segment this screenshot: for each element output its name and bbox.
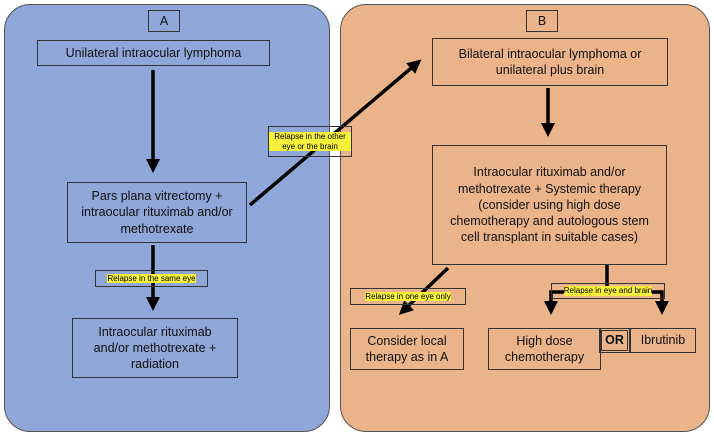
label-text: Relapse in eye and brain bbox=[563, 286, 653, 296]
relapse-eye-brain-label: Relapse in eye and brain bbox=[551, 283, 665, 299]
panel-a bbox=[4, 4, 330, 432]
or-box: OR bbox=[599, 328, 630, 353]
label-text: Relapse in one eye only bbox=[365, 291, 451, 302]
relapse-same-eye-label: Relapse in the same eye bbox=[95, 270, 208, 287]
systemic-therapy-box: Intraocular rituximab and/or methotrexat… bbox=[432, 145, 667, 265]
local-therapy-box: Consider local therapy as in A bbox=[350, 328, 464, 370]
radiation-box: Intraocular rituximab and/or methotrexat… bbox=[72, 318, 238, 378]
label-text: Relapse in the same eye bbox=[107, 273, 196, 284]
panel-a-label: A bbox=[148, 10, 180, 32]
label-text: Relapse in the other eye or the brain bbox=[269, 131, 351, 152]
bilateral-box: Bilateral intraocular lymphoma or unilat… bbox=[432, 38, 668, 86]
vitrectomy-box: Pars plana vitrectomy + intraocular ritu… bbox=[67, 182, 247, 243]
panel-b-label: B bbox=[526, 10, 558, 32]
arrow-b2 bbox=[398, 266, 450, 315]
unilateral-box: Unilateral intraocular lymphoma bbox=[37, 40, 270, 66]
high-dose-box: High dose chemotherapy bbox=[488, 328, 601, 370]
relapse-one-eye-label: Relapse in one eye only bbox=[350, 288, 466, 305]
relapse-other-eye-label: Relapse in the other eye or the brain bbox=[268, 126, 352, 157]
ibrutinib-box: Ibrutinib bbox=[630, 328, 696, 353]
